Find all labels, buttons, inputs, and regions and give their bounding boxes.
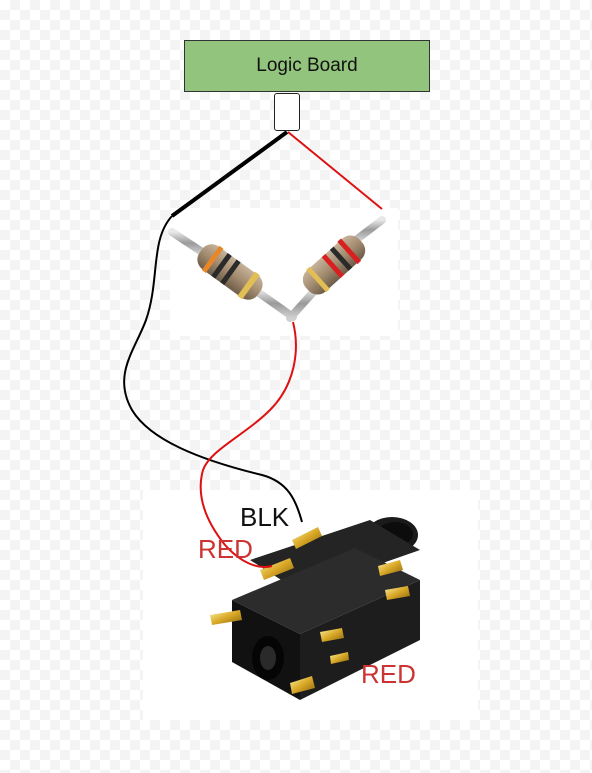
label-blk: BLK [240, 502, 290, 532]
board-connector [274, 93, 300, 131]
resistor-left [168, 228, 297, 321]
black-wire-bottom [123, 215, 303, 523]
resistor-right [286, 216, 386, 322]
resistor-photo-background [170, 208, 398, 336]
red-wire-top [287, 131, 383, 210]
label-red-upper: RED [198, 534, 253, 564]
logic-board: Logic Board [184, 40, 430, 92]
red-wire-bottom [199, 321, 297, 568]
label-red-lower: RED [361, 659, 416, 689]
logic-board-label: Logic Board [256, 55, 358, 76]
audio-jack [210, 517, 420, 700]
black-wire-top [170, 130, 289, 218]
